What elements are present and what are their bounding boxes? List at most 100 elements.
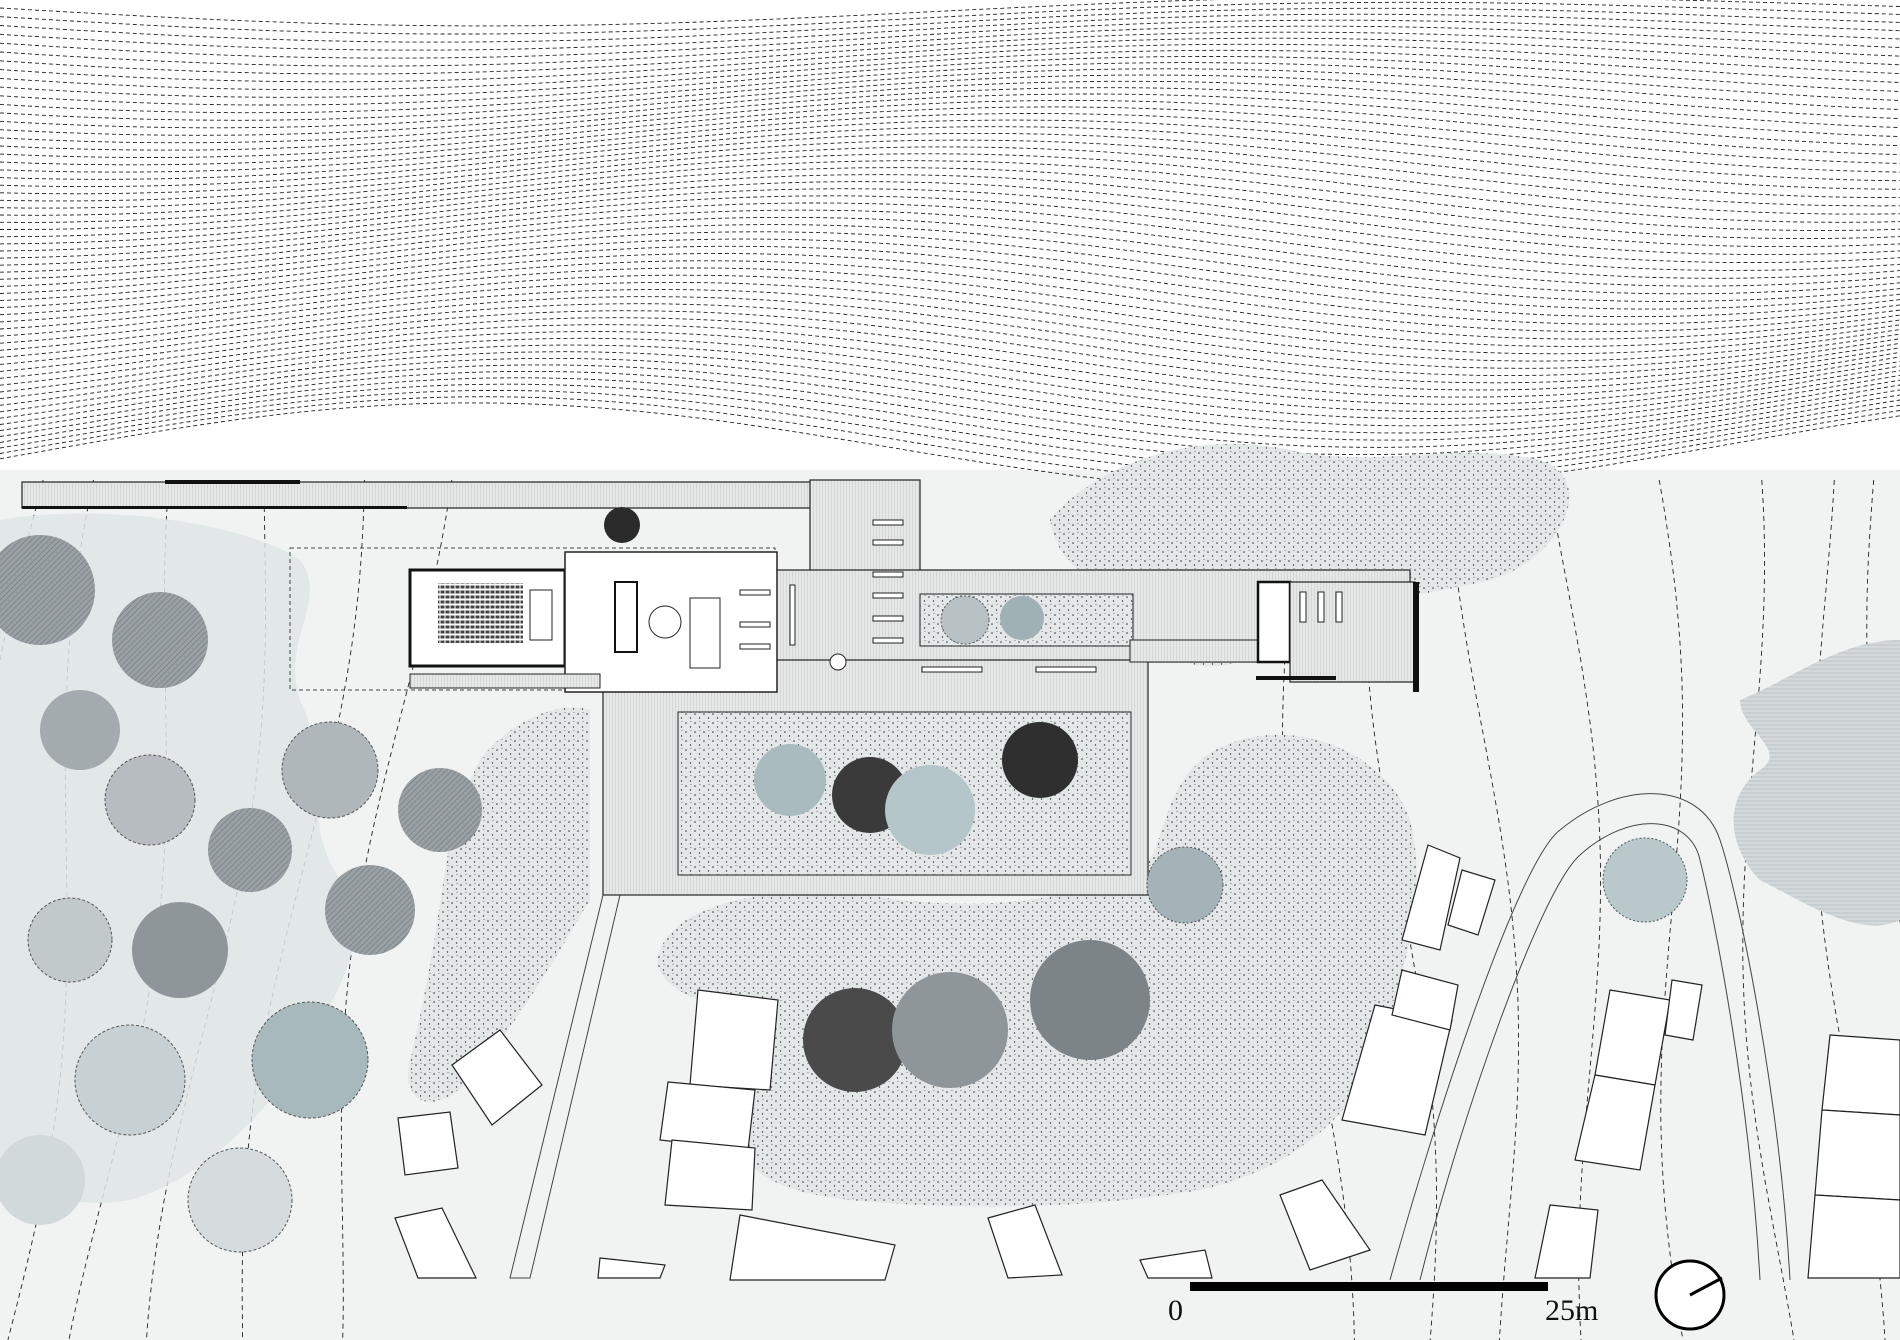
contour-line <box>0 167 1900 240</box>
bench <box>1299 591 1307 623</box>
contour-line <box>0 370 1900 456</box>
contour-line <box>0 253 1900 333</box>
bench <box>872 539 904 546</box>
contour-line <box>0 49 1900 98</box>
contour-line <box>0 357 1900 441</box>
access-path <box>509 894 621 1279</box>
contour-line <box>0 126 1900 190</box>
contour-line <box>0 100 1900 158</box>
bench <box>872 592 904 599</box>
neighbor-house <box>1279 1179 1371 1271</box>
neighbor-house <box>1664 979 1703 1041</box>
bench <box>1035 666 1097 673</box>
neighbor-house <box>729 1214 896 1281</box>
tree-canopy <box>940 595 990 645</box>
contour-line <box>0 364 1900 448</box>
tree-canopy <box>104 754 196 846</box>
tree-canopy <box>251 1001 369 1119</box>
tree-canopy <box>187 1147 293 1253</box>
bench <box>1335 591 1343 623</box>
neighbor-house <box>451 1029 543 1126</box>
contour-line <box>0 317 1900 398</box>
contour-line <box>0 1 1900 35</box>
tree-canopy <box>1146 846 1224 924</box>
contour-line <box>0 238 1900 318</box>
contour-line <box>0 87 1900 144</box>
contour-line <box>0 260 1900 340</box>
tree-canopy <box>27 897 113 983</box>
bench <box>1317 591 1325 623</box>
contour-line <box>0 209 1900 287</box>
neighbor-house <box>1139 1249 1213 1279</box>
contour-line <box>0 289 1900 369</box>
wall-segment <box>165 480 300 484</box>
contour-line <box>0 19 1900 59</box>
tree-zone-shade-east <box>1733 640 1900 926</box>
neighbor-house <box>394 1207 477 1279</box>
trees-central <box>604 507 1688 1092</box>
contour-line <box>0 68 1900 121</box>
contour-line <box>0 274 1900 355</box>
contour-line <box>0 31 1900 75</box>
contour-line <box>0 188 1900 263</box>
tree-canopy <box>1030 940 1150 1060</box>
contour-line <box>0 160 1900 231</box>
contour-line <box>0 43 1900 91</box>
neighbor-house <box>1447 869 1496 936</box>
contour-line <box>1547 479 1602 1340</box>
tree-canopy <box>754 744 826 816</box>
meadow-stipple-west <box>408 707 590 1102</box>
bench <box>739 621 771 628</box>
bench <box>872 571 904 578</box>
neighbor-house <box>987 1204 1063 1279</box>
contour-line <box>0 202 1900 279</box>
contour-line <box>0 216 1900 295</box>
bench <box>739 643 771 650</box>
stage <box>529 589 553 641</box>
tree-canopy <box>208 808 292 892</box>
ramp <box>409 673 601 689</box>
contour-line <box>0 303 1900 384</box>
contour-line <box>0 310 1900 391</box>
contour-line <box>1282 479 1355 1340</box>
neighbor-house <box>1574 1074 1656 1171</box>
east-stair-core <box>1256 580 1292 664</box>
tree-canopy <box>74 1024 186 1136</box>
tree-canopy <box>803 988 907 1092</box>
contour-line <box>0 106 1900 166</box>
contour-line <box>0 56 1900 106</box>
contour-line <box>0 181 1900 256</box>
contour-line <box>0 224 1900 302</box>
neighbor-house <box>1814 1109 1900 1201</box>
contour-line <box>0 132 1900 199</box>
contour-line <box>0 351 1900 434</box>
north-arrow-icon <box>1654 1259 1726 1331</box>
contour-line <box>0 245 1900 325</box>
contour-line <box>0 139 1900 207</box>
contour-line <box>0 174 1900 248</box>
contour-line <box>0 383 1900 470</box>
contour-line <box>0 296 1900 377</box>
bench <box>872 615 904 622</box>
tree-canopy <box>892 972 1008 1088</box>
contour-line <box>0 344 1900 427</box>
wall-segment <box>1256 676 1336 680</box>
retaining-wall <box>1413 582 1419 692</box>
tree-canopy <box>1602 837 1688 923</box>
spiral-stair-icon <box>648 605 682 639</box>
contour-line <box>1658 479 1684 1340</box>
neighbor-buildings <box>394 844 1900 1281</box>
neighbor-house <box>1391 969 1459 1031</box>
contour-line <box>0 74 1900 129</box>
contour-line <box>0 37 1900 83</box>
neighbor-house <box>1821 1034 1900 1116</box>
contour-line <box>0 281 1900 362</box>
bench <box>872 637 904 644</box>
stair-core <box>614 581 638 653</box>
contour-line <box>0 146 1900 215</box>
tree-canopy <box>0 535 95 645</box>
tree-canopy <box>325 865 415 955</box>
contour-line <box>0 7 1900 43</box>
bench <box>921 666 983 673</box>
